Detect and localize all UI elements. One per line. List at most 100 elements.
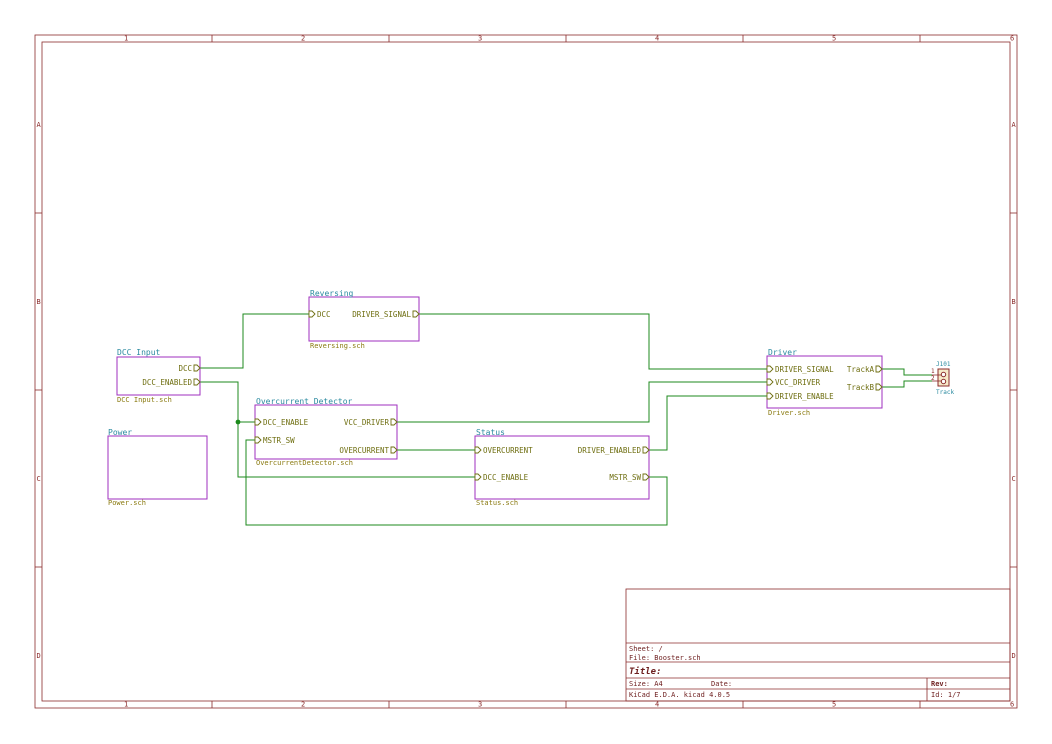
sheet-name: Reversing	[310, 289, 354, 298]
sheet-reversing[interactable]: Reversing Reversing.sch DCC DRIVER_SIGNA…	[308, 289, 420, 350]
sheet-file: DCC Input.sch	[117, 396, 172, 404]
column-label: 2	[301, 701, 305, 709]
sheet-pin-label: DRIVER_SIGNAL	[775, 365, 834, 374]
sheet-dcc-input[interactable]: DCC Input DCC Input.sch DCC DCC_ENABLED	[116, 348, 201, 404]
connector-pin-number: 1	[931, 368, 935, 375]
column-label: 3	[478, 35, 482, 43]
wire-mstr-sw	[245, 439, 668, 526]
sheet-pin-label: DRIVER_ENABLE	[775, 392, 834, 401]
wire-driver-enable	[649, 395, 767, 451]
sheet-pin-label: DCC_ENABLE	[483, 473, 529, 482]
column-label: 1	[124, 701, 128, 709]
drawing-frame: 1 2 3 4 5 6 1 2 3 4 5 6 A B C D A B C D	[34, 35, 1018, 709]
sheet-pin-label: DCC	[317, 310, 331, 319]
title-block-sheet: Sheet: /	[629, 645, 663, 653]
sheet-pin-port	[474, 446, 482, 454]
sheet-pin-label: DCC_ENABLED	[142, 378, 192, 387]
sheet-pin-port	[390, 446, 398, 454]
title-block-title: Title:	[629, 666, 662, 677]
title-block-id: Id: 1/7	[931, 691, 961, 699]
sheet-power[interactable]: Power Power.sch	[107, 428, 208, 507]
sheet-pin-port	[766, 365, 774, 373]
sheet-pin-port	[875, 365, 883, 373]
sheet-name: Driver	[768, 348, 797, 357]
row-label: D	[37, 652, 41, 660]
column-label: 3	[478, 701, 482, 709]
sheet-pin-label: MSTR_SW	[263, 436, 295, 445]
sheet-pin-port	[766, 392, 774, 400]
sheet-pin-port	[193, 364, 201, 372]
sheet-file: Status.sch	[476, 499, 518, 507]
row-label: B	[1012, 298, 1016, 306]
sheet-pin-label: DRIVER_ENABLED	[578, 446, 642, 455]
row-label: D	[1012, 652, 1016, 660]
sheet-pin-port	[875, 383, 883, 391]
sheet-pin-port	[254, 418, 262, 426]
wire-driver-signal	[419, 313, 767, 370]
column-label: 1	[124, 35, 128, 43]
connector-value: Track	[936, 389, 954, 396]
sheet-pin-label: TrackB	[847, 383, 875, 392]
sheet-pin-port	[390, 418, 398, 426]
wires	[200, 313, 932, 526]
sheet-name: DCC Input	[117, 348, 161, 357]
sheet-name: Power	[108, 428, 132, 437]
connector-reference: J101	[936, 361, 951, 368]
sheet-status[interactable]: Status Status.sch OVERCURRENT DCC_ENABLE…	[474, 428, 650, 507]
sheet-pin-port	[308, 310, 316, 318]
wire-track-a	[882, 368, 932, 376]
column-label: 4	[655, 35, 659, 43]
column-label: 2	[301, 35, 305, 43]
connector-pin-number: 2	[931, 375, 935, 382]
title-block-date: Date:	[711, 680, 732, 688]
sheet-pin-label: DRIVER_SIGNAL	[352, 310, 411, 319]
wire-dcc-enabled	[200, 381, 475, 478]
wire-vcc-driver	[397, 381, 767, 423]
sheet-file: Reversing.sch	[310, 342, 365, 350]
wire-junction	[235, 419, 241, 425]
column-label: 6	[1010, 701, 1014, 709]
wire-dcc	[200, 313, 309, 369]
sheet-pin-port	[193, 378, 201, 386]
connector-pin-icon	[940, 371, 947, 378]
sheet-pin-port	[412, 310, 420, 318]
column-label: 4	[655, 701, 659, 709]
sheet-pin-label: VCC_DRIVER	[775, 378, 821, 387]
sheet-pin-port	[766, 378, 774, 386]
sheet-file: Power.sch	[108, 499, 146, 507]
column-label: 6	[1010, 35, 1014, 43]
row-label: B	[37, 298, 41, 306]
column-label: 5	[832, 35, 836, 43]
row-label: A	[1012, 121, 1017, 129]
title-block: Sheet: / File: Booster.sch Title: Size: …	[625, 588, 1011, 702]
row-label: A	[37, 121, 42, 129]
title-block-tool: KiCad E.D.A. kicad 4.0.5	[629, 691, 730, 699]
sheet-pin-port	[474, 473, 482, 481]
sheet-file: Driver.sch	[768, 409, 810, 417]
connector-pin-icon	[940, 378, 947, 385]
sheet-pin-label: DCC_ENABLE	[263, 418, 309, 427]
row-label: C	[1012, 475, 1016, 483]
column-label: 5	[832, 701, 836, 709]
sheet-pin-label: DCC	[178, 364, 192, 373]
connector-j101[interactable]: J101 1 2 Track	[931, 361, 954, 396]
sheet-pin-label: OVERCURRENT	[339, 446, 389, 455]
sheet-pin-port	[642, 446, 650, 454]
sheet-pin-label: MSTR_SW	[609, 473, 641, 482]
title-block-size: Size: A4	[629, 680, 663, 688]
sheet-overcurrent-detector[interactable]: Overcurrent Detector OvercurrentDetector…	[254, 397, 398, 467]
sheet-pin-label: VCC_DRIVER	[344, 418, 390, 427]
row-label: C	[37, 475, 41, 483]
sheet-pin-label: OVERCURRENT	[483, 446, 533, 455]
sheet-driver[interactable]: Driver Driver.sch DRIVER_SIGNAL VCC_DRIV…	[766, 348, 883, 417]
sheet-pin-port	[642, 473, 650, 481]
sheet-pin-port	[254, 436, 262, 444]
wire-track-b	[882, 380, 932, 388]
sheet-file: OvercurrentDetector.sch	[256, 459, 353, 467]
sheet-pin-label: TrackA	[847, 365, 875, 374]
title-block-rev: Rev:	[931, 680, 948, 688]
title-block-file: File: Booster.sch	[629, 654, 701, 662]
sheet-name: Status	[476, 428, 505, 437]
sheet-name: Overcurrent Detector	[256, 397, 353, 406]
